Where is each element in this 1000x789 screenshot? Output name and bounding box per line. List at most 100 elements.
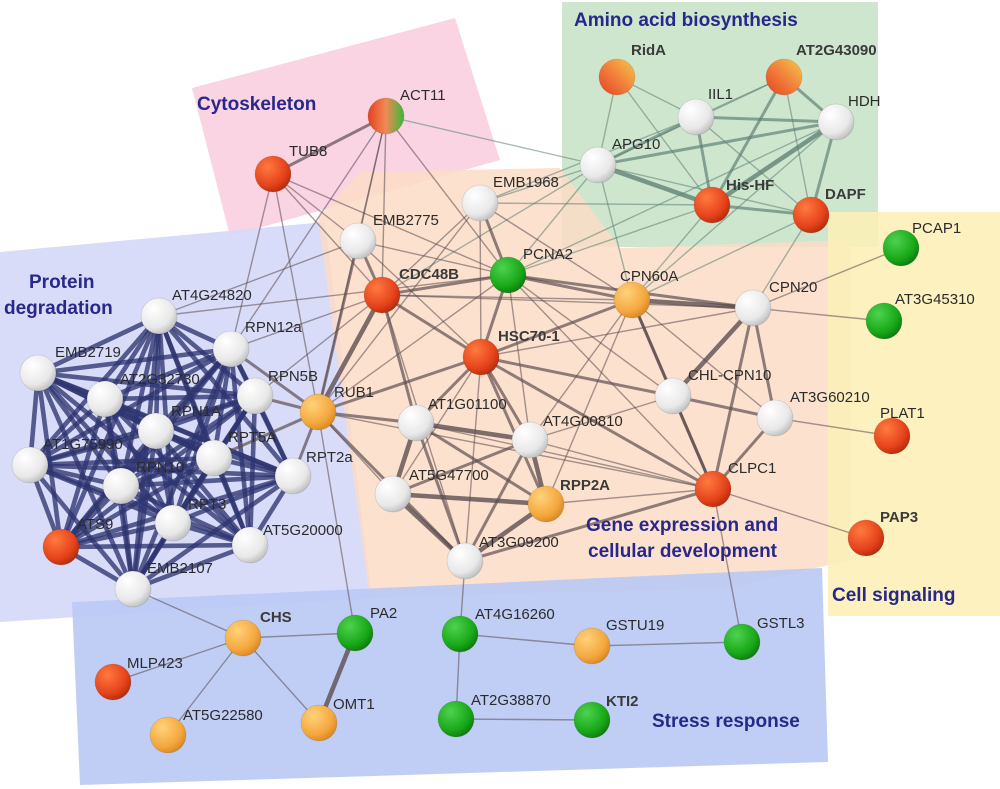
node-EMB2775[interactable]: EMB2775 <box>339 212 439 260</box>
node-circle[interactable] <box>882 229 920 267</box>
node-PAP3[interactable]: PAP3 <box>847 509 918 557</box>
node-circle[interactable] <box>573 701 611 739</box>
node-RPN5B[interactable]: RPN5B <box>236 368 318 415</box>
node-RPN12a[interactable]: RPN12a <box>212 319 302 368</box>
node-GSTL3[interactable]: GSTL3 <box>723 615 805 661</box>
node-RPN10[interactable]: RPN10 <box>102 459 184 505</box>
node-AT5G47700[interactable]: AT5G47700 <box>374 467 489 513</box>
node-AT4G00810[interactable]: AT4G00810 <box>511 413 623 459</box>
node-circle[interactable] <box>511 421 549 459</box>
node-circle[interactable] <box>94 663 132 701</box>
node-circle[interactable] <box>374 475 412 513</box>
node-circle[interactable] <box>654 377 692 415</box>
node-APG10[interactable]: APG10 <box>579 136 660 184</box>
node-CHS[interactable]: CHS <box>224 609 292 657</box>
node-circle[interactable] <box>397 404 435 442</box>
node-circle[interactable] <box>236 377 274 415</box>
node-circle[interactable] <box>254 155 292 193</box>
node-AT2G32730[interactable]: AT2G32730 <box>86 371 200 418</box>
node-GSTU19[interactable]: GSTU19 <box>573 617 664 665</box>
node-circle[interactable] <box>212 330 250 368</box>
node-circle[interactable] <box>437 700 475 738</box>
node-circle[interactable] <box>42 528 80 566</box>
node-circle[interactable] <box>86 380 124 418</box>
node-AT1G75990[interactable]: AT1G75990 <box>11 436 123 484</box>
node-PCAP1[interactable]: PCAP1 <box>882 220 961 267</box>
node-circle[interactable] <box>231 526 269 564</box>
node-RPT5A[interactable]: RPT5A <box>195 429 276 477</box>
node-CHLCPN10[interactable]: CHL-CPN10 <box>654 367 771 415</box>
node-circle[interactable] <box>598 58 636 96</box>
node-AT2G43090[interactable]: AT2G43090 <box>765 42 877 96</box>
node-circle[interactable] <box>336 614 374 652</box>
node-circle[interactable] <box>792 196 830 234</box>
node-circle[interactable] <box>613 281 651 319</box>
node-RPN1A[interactable]: RPN1A <box>137 403 221 450</box>
node-circle[interactable] <box>461 184 499 222</box>
node-MLP423[interactable]: MLP423 <box>94 655 183 701</box>
node-circle[interactable] <box>446 542 484 580</box>
node-circle[interactable] <box>527 485 565 523</box>
node-CPN20[interactable]: CPN20 <box>734 279 817 327</box>
node-TUB8[interactable]: TUB8 <box>254 143 327 193</box>
node-circle[interactable] <box>339 222 377 260</box>
node-AT5G20000[interactable]: AT5G20000 <box>231 522 343 564</box>
node-circle[interactable] <box>677 98 715 136</box>
node-circle[interactable] <box>102 467 140 505</box>
node-circle[interactable] <box>154 504 192 542</box>
node-KTI2[interactable]: KTI2 <box>573 693 639 739</box>
node-circle[interactable] <box>847 519 885 557</box>
node-PLAT1[interactable]: PLAT1 <box>873 405 925 455</box>
node-circle[interactable] <box>363 276 401 314</box>
node-EMB2719[interactable]: EMB2719 <box>19 344 121 392</box>
node-RidA[interactable]: RidA <box>598 42 666 96</box>
node-circle[interactable] <box>195 439 233 477</box>
node-circle[interactable] <box>441 615 479 653</box>
node-AT4G16260[interactable]: AT4G16260 <box>441 606 555 653</box>
node-circle[interactable] <box>462 338 500 376</box>
node-AT1G01100[interactable]: AT1G01100 <box>397 396 507 442</box>
node-circle[interactable] <box>149 716 187 754</box>
node-circle[interactable] <box>693 186 731 224</box>
node-circle[interactable] <box>137 412 175 450</box>
node-PCNA2[interactable]: PCNA2 <box>489 246 573 294</box>
node-circle[interactable] <box>300 704 338 742</box>
node-HDH[interactable]: HDH <box>817 93 881 141</box>
node-circle[interactable] <box>694 470 732 508</box>
node-circle[interactable] <box>274 457 312 495</box>
node-circle[interactable] <box>140 297 178 335</box>
node-ATS9[interactable]: ATS9 <box>42 516 113 566</box>
node-circle[interactable] <box>299 393 337 431</box>
node-CDC48B[interactable]: CDC48B <box>363 266 459 314</box>
node-circle[interactable] <box>579 146 617 184</box>
node-AT2G38870[interactable]: AT2G38870 <box>437 692 551 738</box>
node-circle[interactable] <box>114 570 152 608</box>
node-IIL1[interactable]: IIL1 <box>677 86 733 136</box>
node-RPP2A[interactable]: RPP2A <box>527 477 610 523</box>
node-AT3G09200[interactable]: AT3G09200 <box>446 534 559 580</box>
node-EMB2107[interactable]: EMB2107 <box>114 560 213 608</box>
node-CLPC1[interactable]: CLPC1 <box>694 460 776 508</box>
node-circle[interactable] <box>224 619 262 657</box>
node-circle[interactable] <box>865 302 903 340</box>
node-DAPF[interactable]: DAPF <box>792 186 866 234</box>
node-AT3G45310[interactable]: AT3G45310 <box>865 291 975 340</box>
node-circle[interactable] <box>756 399 794 437</box>
node-AT5G22580[interactable]: AT5G22580 <box>149 707 263 754</box>
node-PA2[interactable]: PA2 <box>336 605 397 652</box>
node-circle[interactable] <box>489 256 527 294</box>
node-EMB1968[interactable]: EMB1968 <box>461 174 559 222</box>
node-circle[interactable] <box>19 354 57 392</box>
node-AT4G24820[interactable]: AT4G24820 <box>140 287 252 335</box>
node-circle[interactable] <box>817 103 855 141</box>
node-HisHF[interactable]: His-HF <box>693 177 774 224</box>
node-circle[interactable] <box>367 97 405 135</box>
node-circle[interactable] <box>734 289 772 327</box>
node-HSC701[interactable]: HSC70-1 <box>462 328 560 376</box>
node-circle[interactable] <box>873 417 911 455</box>
node-ACT11[interactable]: ACT11 <box>367 87 446 135</box>
node-CPN60A[interactable]: CPN60A <box>613 268 678 319</box>
node-circle[interactable] <box>11 446 49 484</box>
node-circle[interactable] <box>723 623 761 661</box>
node-RUB1[interactable]: RUB1 <box>299 384 374 431</box>
